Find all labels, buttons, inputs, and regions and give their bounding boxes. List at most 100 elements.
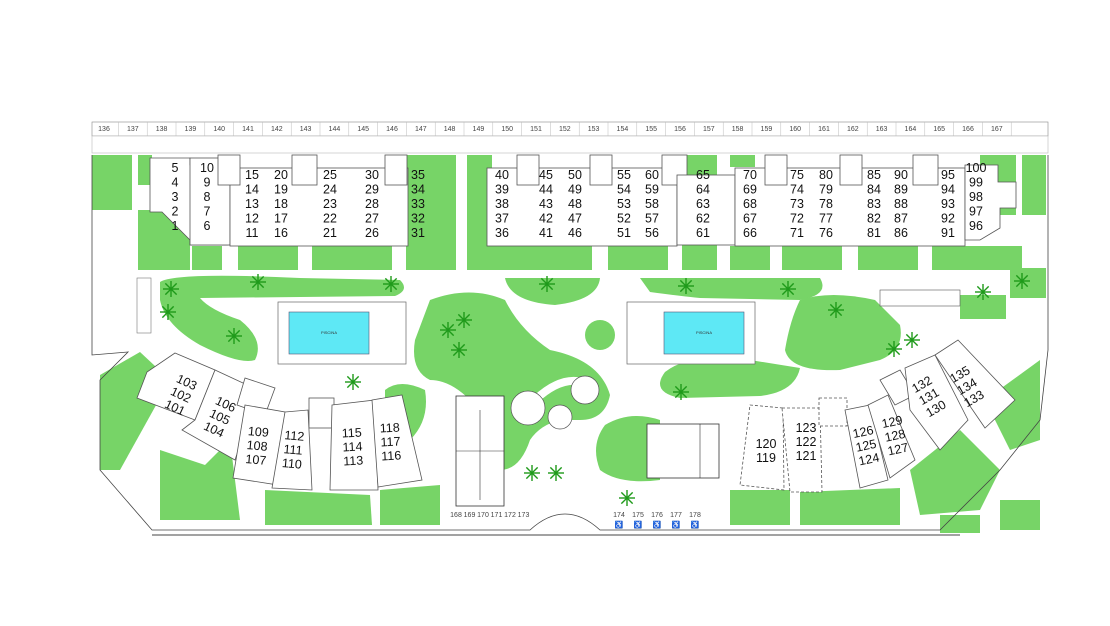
unit-111: 111	[283, 442, 303, 458]
unit-124: 124	[857, 450, 880, 468]
unit-120: 120	[756, 437, 777, 451]
unit-82: 82	[867, 212, 881, 226]
unit-61: 61	[696, 226, 710, 240]
unit-54: 54	[617, 183, 631, 197]
palm-tree-icon	[226, 328, 242, 344]
unit-125: 125	[854, 437, 877, 455]
parking-space-171: 171	[491, 512, 503, 519]
unit-113: 113	[343, 453, 364, 468]
street	[91, 135, 1049, 154]
unit-86: 86	[894, 226, 908, 240]
parking-space-169: 169	[464, 512, 476, 519]
right-structure	[879, 289, 961, 307]
parking-space-153: 153	[588, 126, 600, 133]
unit-126: 126	[852, 423, 875, 441]
unit-35: 35	[411, 168, 425, 182]
parking-space-178: 178	[689, 512, 701, 519]
unit-114: 114	[342, 439, 363, 454]
unit-32: 32	[411, 212, 425, 226]
unit-28: 28	[365, 197, 379, 211]
unit-110: 110	[281, 456, 302, 472]
top-unit-numbers: 5432110987615141312112019181716252423222…	[172, 161, 987, 240]
unit-79: 79	[819, 183, 833, 197]
service-building	[646, 423, 720, 479]
pool-right: PISCINA	[626, 301, 756, 365]
unit-67: 67	[743, 212, 757, 226]
unit-26: 26	[365, 226, 379, 240]
unit-74: 74	[790, 183, 804, 197]
parking-space-173: 173	[518, 512, 530, 519]
unit-70: 70	[743, 168, 757, 182]
parking-space-155: 155	[645, 126, 657, 133]
parking-space-158: 158	[732, 126, 744, 133]
parking-space-147: 147	[415, 126, 427, 133]
unit-129: 129	[881, 413, 904, 431]
parking-space-166: 166	[962, 126, 974, 133]
unit-123: 123	[796, 421, 817, 435]
parking-space-174: 174	[613, 512, 625, 519]
parking-space-138: 138	[156, 126, 168, 133]
unit-45: 45	[539, 168, 553, 182]
unit-97: 97	[969, 205, 983, 219]
palm-tree-icon	[548, 465, 564, 481]
unit-92: 92	[941, 212, 955, 226]
unit-90: 90	[894, 168, 908, 182]
palm-tree-icon	[160, 304, 176, 320]
unit-38: 38	[495, 197, 509, 211]
unit-117: 117	[380, 434, 401, 449]
pool-label: PISCINA	[696, 330, 712, 335]
palm-tree-icon	[163, 281, 179, 297]
unit-5: 5	[172, 161, 179, 175]
parking-space-141: 141	[242, 126, 254, 133]
parking-space-140: 140	[213, 126, 225, 133]
palm-tree-icon	[673, 384, 689, 400]
parking-space-167: 167	[991, 126, 1003, 133]
unit-43: 43	[539, 197, 553, 211]
parking-space-172: 172	[504, 512, 516, 519]
parking-space-170: 170	[477, 512, 489, 519]
unit-100: 100	[966, 161, 987, 175]
palm-tree-icon	[383, 276, 399, 292]
unit-108: 108	[246, 438, 268, 454]
parking-space-143: 143	[300, 126, 312, 133]
unit-44: 44	[539, 183, 553, 197]
parking-space-139: 139	[185, 126, 197, 133]
unit-76: 76	[819, 226, 833, 240]
unit-46: 46	[568, 226, 582, 240]
unit-34: 34	[411, 183, 425, 197]
unit-127: 127	[886, 440, 909, 458]
unit-56: 56	[645, 226, 659, 240]
unit-7: 7	[204, 205, 211, 219]
unit-47: 47	[568, 212, 582, 226]
palm-tree-icon	[886, 341, 902, 357]
parking-space-152: 152	[559, 126, 571, 133]
unit-83: 83	[867, 197, 881, 211]
lower-buildings	[136, 339, 1016, 493]
unit-3: 3	[172, 190, 179, 204]
parking-space-161: 161	[818, 126, 830, 133]
palm-tree-icon	[904, 332, 920, 348]
unit-58: 58	[645, 197, 659, 211]
unit-66: 66	[743, 226, 757, 240]
unit-17: 17	[274, 212, 288, 226]
unit-85: 85	[867, 168, 881, 182]
parking-space-157: 157	[703, 126, 715, 133]
unit-2: 2	[172, 205, 179, 219]
palm-tree-icon	[1014, 273, 1030, 289]
parking-space-151: 151	[530, 126, 542, 133]
wheelchair-icon: ♿	[634, 520, 643, 529]
unit-81: 81	[867, 226, 881, 240]
parking-space-144: 144	[329, 126, 341, 133]
unit-98: 98	[969, 190, 983, 204]
unit-8: 8	[204, 190, 211, 204]
palm-tree-icon	[975, 284, 991, 300]
unit-16: 16	[274, 226, 288, 240]
palm-tree-icon	[828, 302, 844, 318]
unit-25: 25	[323, 168, 337, 182]
parking-space-165: 165	[933, 126, 945, 133]
unit-23: 23	[323, 197, 337, 211]
unit-77: 77	[819, 212, 833, 226]
unit-72: 72	[790, 212, 804, 226]
unit-21: 21	[323, 226, 337, 240]
unit-109: 109	[247, 424, 269, 440]
